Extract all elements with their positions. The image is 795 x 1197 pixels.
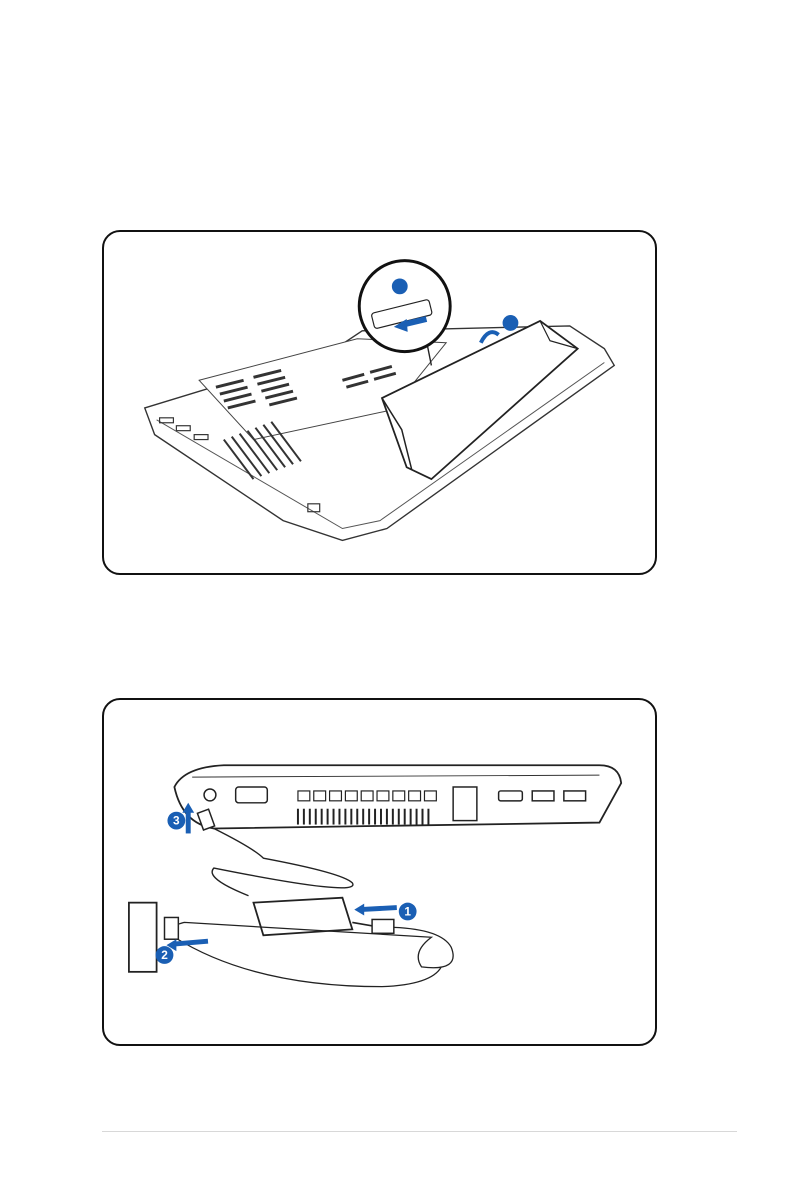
laptop-underside-illustration: [104, 232, 655, 573]
vga-port: [236, 787, 268, 803]
step-badge-2: 2: [156, 946, 174, 964]
step-badge-3: 3: [167, 812, 185, 830]
step-badge-1: 1: [399, 903, 417, 921]
arrow-step-2: [172, 941, 208, 944]
hdmi-port: [499, 791, 523, 801]
power-adapter-illustration: 1 2 3: [104, 700, 655, 1044]
step-badge-2: [503, 315, 519, 331]
dc-cable: [212, 829, 353, 896]
svg-text:2: 2: [161, 948, 168, 962]
svg-text:1: 1: [404, 904, 411, 918]
usb-port-2: [564, 791, 586, 801]
dc-in-port: [204, 789, 216, 801]
lan-port: [453, 787, 477, 821]
usb-port-1: [532, 791, 554, 801]
battery-removal-figure: [102, 230, 657, 575]
arrow-step-1: [360, 908, 397, 910]
footer-rule: [102, 1131, 737, 1132]
svg-text:3: 3: [173, 814, 180, 828]
step-badge-1: [392, 278, 408, 294]
power-connection-figure: 1 2 3: [102, 698, 657, 1046]
ac-cord-connector: [372, 919, 394, 933]
wall-plug: [165, 917, 179, 939]
wall-outlet: [129, 903, 157, 972]
